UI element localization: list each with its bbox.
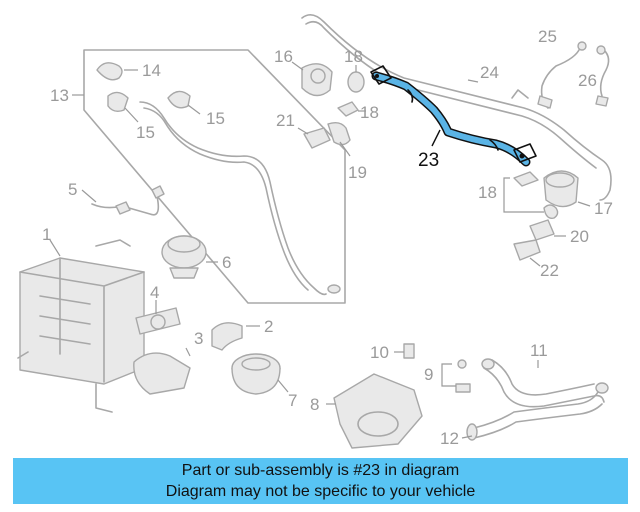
part-16 — [291, 61, 333, 97]
callout-21: 21 — [276, 111, 295, 130]
callout-8: 8 — [310, 395, 319, 414]
callout-5: 5 — [68, 180, 77, 199]
part-8 — [326, 373, 423, 449]
part-6 — [161, 235, 218, 279]
part-4 — [135, 300, 181, 335]
hose-13-inner — [143, 107, 309, 291]
part-25 — [537, 41, 587, 109]
callout-11: 11 — [530, 341, 548, 360]
part-3 — [133, 347, 191, 395]
part-23-highlighted — [370, 65, 537, 167]
callout-15a: 15 — [136, 123, 155, 142]
callout-10: 10 — [370, 343, 389, 362]
callout-18c: 18 — [478, 183, 497, 202]
callout-labels: 1 2 3 4 5 6 7 8 9 10 11 12 13 14 15 15 1… — [42, 27, 613, 448]
callout-18a: 18 — [344, 47, 363, 66]
part-18-mid — [337, 101, 366, 117]
callout-23: 23 — [418, 150, 439, 171]
part-26 — [595, 45, 610, 107]
part-12 — [461, 382, 609, 441]
callout-6: 6 — [222, 253, 231, 272]
part-21 — [297, 127, 331, 149]
callout-14: 14 — [142, 61, 161, 80]
callout-15b: 15 — [206, 109, 225, 128]
banner-line-2: Diagram may not be specific to your vehi… — [165, 483, 476, 500]
part-5 — [81, 185, 165, 216]
group-frame-13 — [72, 49, 346, 304]
part-22 — [513, 239, 541, 267]
part-9 — [441, 359, 471, 393]
callout-4: 4 — [150, 283, 159, 302]
hose-13 — [139, 101, 327, 296]
callout-25: 25 — [538, 27, 557, 46]
callout-1: 1 — [42, 225, 51, 244]
part-17 — [543, 170, 591, 208]
callout-7: 7 — [288, 391, 297, 410]
callout-24: 24 — [480, 63, 499, 82]
part-10 — [394, 343, 415, 359]
part-11 — [481, 358, 605, 408]
part-18-top — [347, 65, 365, 93]
info-banner: Part or sub-assembly is #23 in diagram D… — [13, 458, 628, 504]
part-14 — [96, 62, 138, 81]
callout-16: 16 — [274, 47, 293, 66]
callout-9: 9 — [424, 365, 433, 384]
part-7 — [231, 353, 289, 395]
part-15-right — [167, 90, 201, 115]
callout-20: 20 — [570, 227, 589, 246]
callout-13: 13 — [50, 86, 69, 105]
part-2 — [211, 322, 260, 351]
callout-19: 19 — [348, 163, 367, 182]
callout-26: 26 — [578, 71, 597, 90]
part-1 — [17, 239, 145, 413]
callout-17: 17 — [594, 199, 613, 218]
part-20 — [529, 219, 566, 241]
banner-line-1: Part or sub-assembly is #23 in diagram — [181, 462, 460, 479]
part-19 — [327, 121, 351, 157]
callout-12: 12 — [440, 429, 459, 448]
callout-22: 22 — [540, 261, 559, 280]
callout-3: 3 — [194, 329, 203, 348]
part-18-right — [503, 171, 559, 219]
hose-13-end — [327, 284, 341, 294]
callout-2: 2 — [264, 317, 273, 336]
callout-18b: 18 — [360, 103, 379, 122]
part-15-left — [107, 91, 139, 123]
